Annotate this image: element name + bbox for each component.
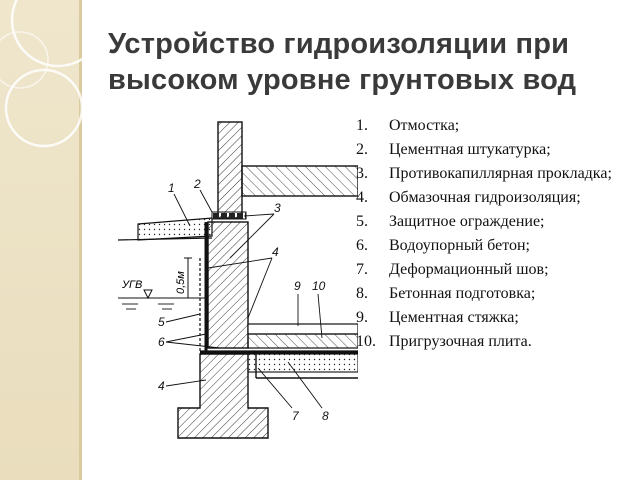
callout-5: 5 xyxy=(158,315,165,329)
blind-area xyxy=(137,217,213,241)
legend-list: 1.Отмостка; 2.Цементная штукатурка; 3.Пр… xyxy=(356,116,636,356)
floor-slab xyxy=(241,165,358,197)
callout-4: 4 xyxy=(272,245,279,259)
callout-4b: 4 xyxy=(158,379,165,393)
legend-item: 9.Цементная стяжка; xyxy=(356,309,519,326)
anti-capillary-layer xyxy=(211,211,247,220)
callout-6: 6 xyxy=(158,335,165,349)
foundation xyxy=(177,353,269,439)
callout-8: 8 xyxy=(322,409,329,423)
concrete-base xyxy=(247,353,358,373)
legend-item: 6.Водоупорный бетон; xyxy=(356,237,530,254)
callout-1: 1 xyxy=(168,181,175,195)
legend-item: 1.Отмостка; xyxy=(356,117,460,134)
depth-label: 0,5м xyxy=(175,271,187,294)
callout-10: 10 xyxy=(312,279,326,293)
callout-3: 3 xyxy=(274,201,281,215)
callout-7: 7 xyxy=(292,409,300,423)
upper-wall xyxy=(217,121,243,219)
cement-screed xyxy=(247,323,358,335)
decorative-circles xyxy=(0,0,82,148)
legend-item: 10.Пригрузочная плита. xyxy=(356,333,532,350)
callout-9: 9 xyxy=(294,279,301,293)
basement-wall xyxy=(207,221,249,349)
callout-2: 2 xyxy=(193,177,201,191)
legend-item: 3.Противокапиллярная прокладка; xyxy=(356,165,612,182)
legend-item: 8.Бетонная подготовка; xyxy=(356,285,536,302)
loading-slab xyxy=(247,333,358,349)
legend-item: 7.Деформационный шов; xyxy=(356,261,549,278)
waterproofing-section-drawing: УГВ 0,5м 1 2 3 4 9 10 5 6 4 7 8 xyxy=(117,121,358,439)
legend-item: 2.Цементная штукатурка; xyxy=(356,141,551,158)
legend-item: 5.Защитное ограждение; xyxy=(356,213,545,230)
slide-title: Устройство гидроизоляции при высоком уро… xyxy=(108,28,577,96)
ugv-label: УГВ xyxy=(121,279,142,291)
legend-item: 4.Обмазочная гидроизоляция; xyxy=(356,189,581,206)
